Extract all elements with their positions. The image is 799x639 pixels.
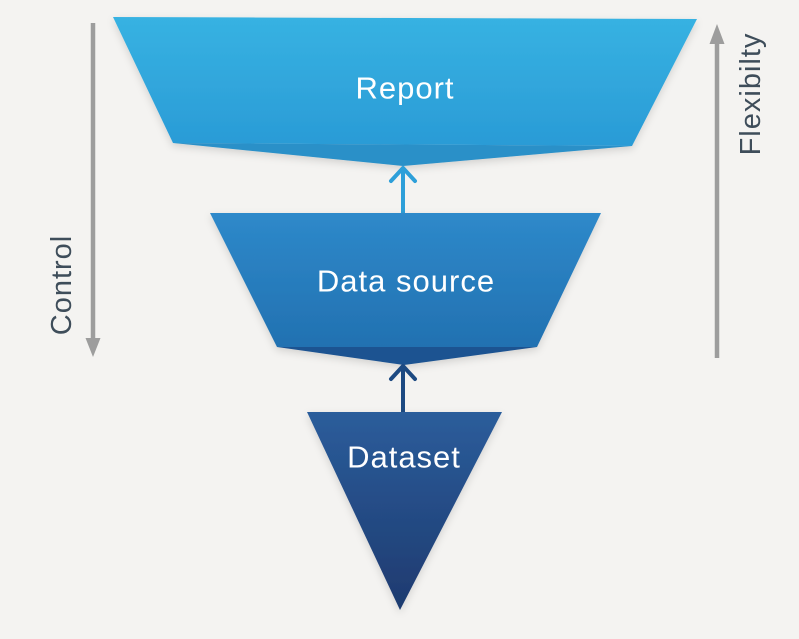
dataset-label: Dataset [347,440,461,475]
control-axis-arrowhead-down-icon [85,338,101,357]
flexibility-axis-arrowhead-up-icon [709,24,725,44]
arrow-datasource-to-report-head-icon [389,166,417,183]
report-trapezoid [113,17,697,146]
funnel-level-dataset: Dataset [307,412,502,610]
control-axis: Control [46,23,101,357]
arrow-dataset-to-datasource-head-icon [389,364,417,381]
datasource-trapezoid [210,213,601,347]
datasource-fold [277,347,537,365]
arrow-dataset-to-datasource [389,364,417,415]
arrow-datasource-to-report [389,166,417,216]
flexibility-axis: Flexibilty [709,24,767,358]
flexibility-axis-label: Flexibilty [735,33,767,156]
funnel-level-datasource: Data source [210,213,601,365]
control-axis-label: Control [46,235,78,336]
dataset-triangle [307,412,502,610]
report-fold [173,143,632,166]
datasource-label: Data source [317,264,495,299]
funnel-level-report: Report [113,17,697,166]
report-label: Report [355,71,454,106]
